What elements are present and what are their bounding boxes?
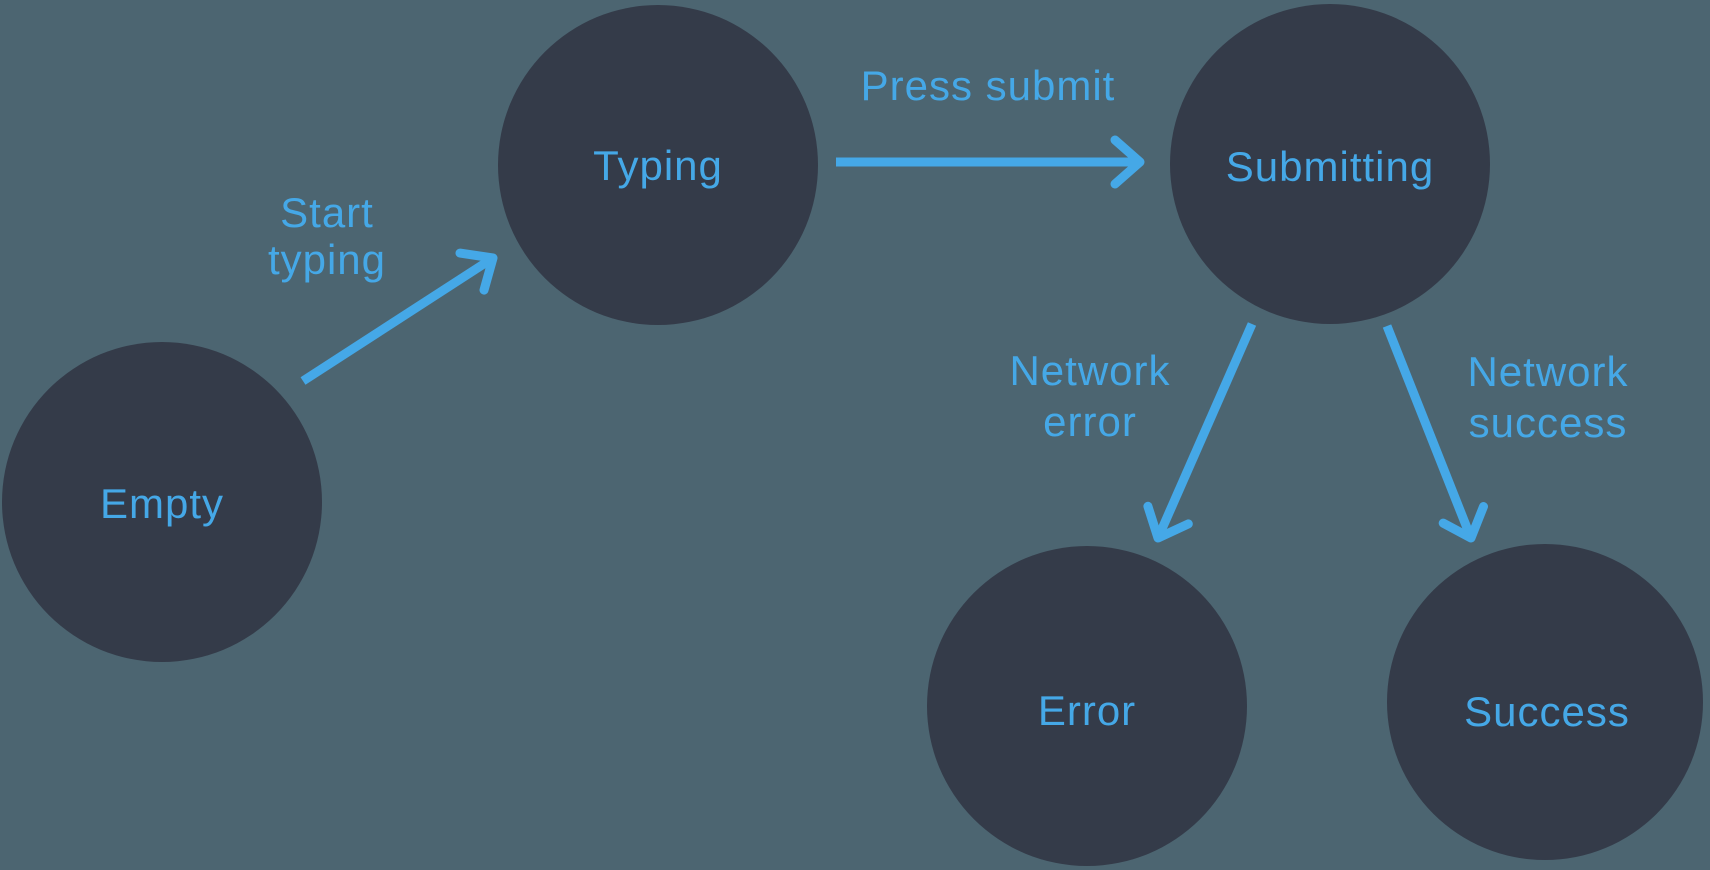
node-empty-label: Empty	[100, 480, 224, 527]
node-submitting-circle	[1170, 4, 1490, 324]
node-success-circle	[1387, 544, 1703, 860]
node-empty-circle	[2, 342, 322, 662]
node-typing: Typing	[498, 5, 818, 325]
transition-start-typing: Start typing	[268, 189, 498, 385]
press-submit-arrowhead-icon	[1110, 135, 1145, 189]
network-error-label-line2: error	[1043, 398, 1137, 445]
network-success-arrow-shaft	[1382, 324, 1476, 540]
node-typing-circle	[498, 5, 818, 325]
transition-network-success: Network success	[1382, 324, 1628, 543]
start-typing-arrowhead-icon	[455, 248, 498, 295]
start-typing-label-line2: typing	[268, 236, 386, 283]
start-typing-arrow-shaft	[300, 254, 496, 385]
node-success-label: Success	[1464, 688, 1630, 735]
network-error-arrowhead-icon	[1143, 501, 1193, 543]
node-error: Error	[927, 546, 1247, 866]
node-typing-label: Typing	[593, 142, 723, 189]
network-success-label-line1: Network	[1467, 348, 1628, 395]
node-error-label: Error	[1038, 687, 1136, 734]
network-success-arrowhead-icon	[1438, 502, 1488, 543]
press-submit-label: Press submit	[861, 62, 1116, 109]
node-error-circle	[927, 546, 1247, 866]
network-error-arrow-shaft	[1153, 322, 1257, 540]
network-success-label-line2: success	[1469, 399, 1628, 446]
start-typing-label-line1: Start	[280, 189, 374, 236]
transition-press-submit: Press submit	[836, 62, 1145, 189]
node-submitting-label: Submitting	[1226, 143, 1434, 190]
network-error-label-line1: Network	[1009, 347, 1170, 394]
transition-network-error: Network error	[1009, 322, 1257, 543]
node-empty: Empty	[2, 342, 322, 662]
node-submitting: Submitting	[1170, 4, 1490, 324]
node-success: Success	[1387, 544, 1703, 860]
